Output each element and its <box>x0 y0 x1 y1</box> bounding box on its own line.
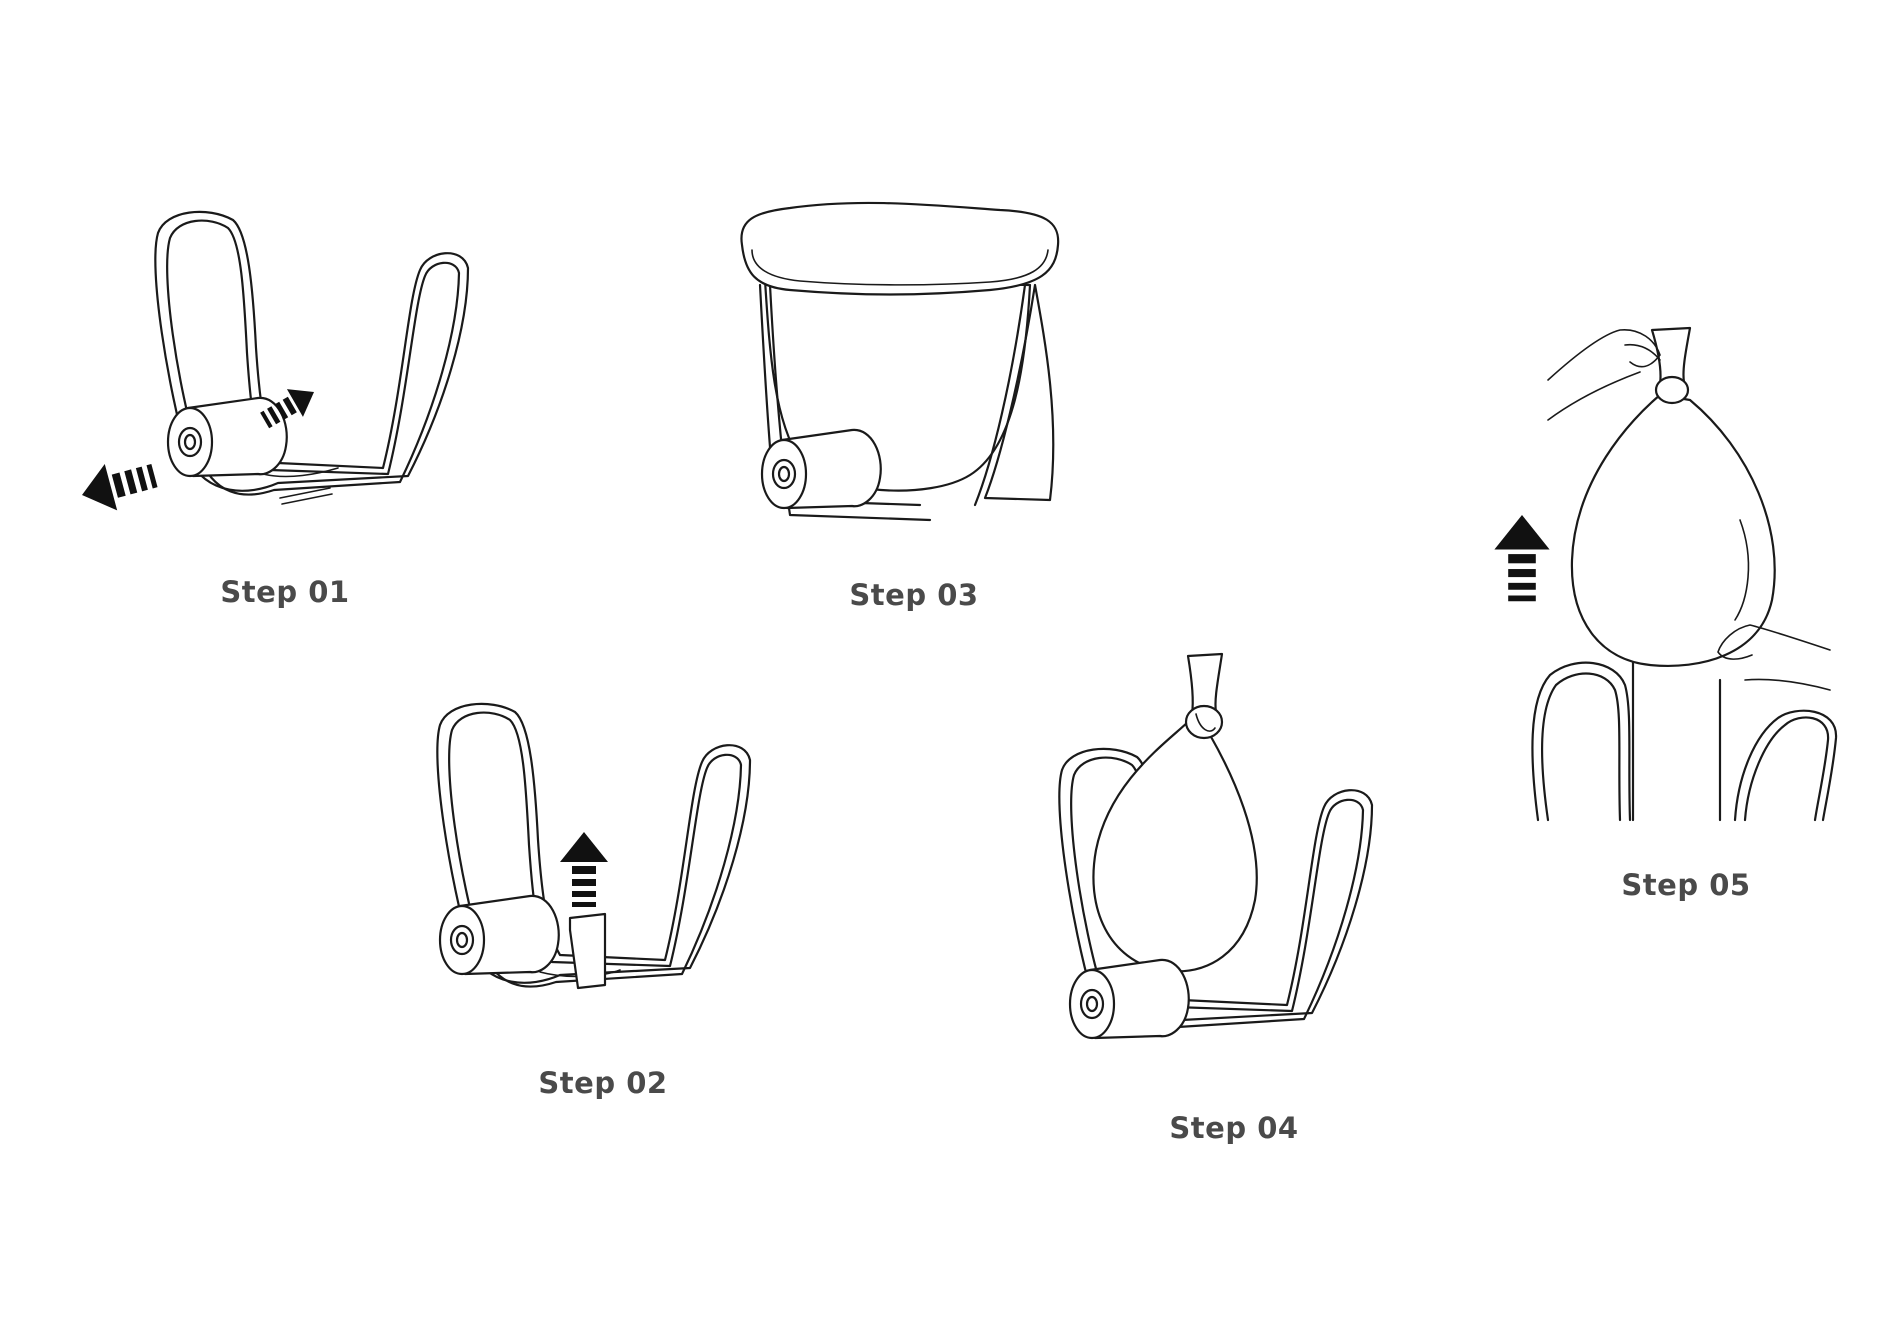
step-02-label: Step 02 <box>538 1066 667 1100</box>
bag-roll-icon <box>166 396 339 478</box>
bag-edge-pulled <box>568 912 607 990</box>
arrow-right-icon <box>260 389 314 429</box>
step-02-illustration <box>436 702 752 990</box>
step-01-illustration <box>75 210 470 519</box>
hand-icon <box>1547 329 1661 421</box>
tied-bag-icon <box>1570 326 1776 667</box>
arrow-up-icon <box>1494 515 1550 602</box>
arrow-up-icon <box>560 832 608 907</box>
holder-frame-icon <box>1531 648 1838 822</box>
bag-tab-strip <box>281 493 333 505</box>
step-05-label: Step 05 <box>1621 868 1750 902</box>
arrow-left-icon <box>75 452 161 519</box>
bag-roll-icon <box>760 428 882 510</box>
step-04-illustration <box>1058 652 1374 1040</box>
step-01-label: Step 01 <box>220 575 349 609</box>
step-05-illustration <box>1494 326 1838 822</box>
step-04-label: Step 04 <box>1169 1111 1298 1145</box>
bag-tab-strip <box>279 487 331 499</box>
step-03-illustration <box>740 201 1060 522</box>
hand-icon <box>1717 624 1831 691</box>
tied-bag-icon <box>1092 652 1258 973</box>
bag-roll-icon <box>1068 958 1190 1040</box>
step-03-label: Step 03 <box>849 578 978 612</box>
